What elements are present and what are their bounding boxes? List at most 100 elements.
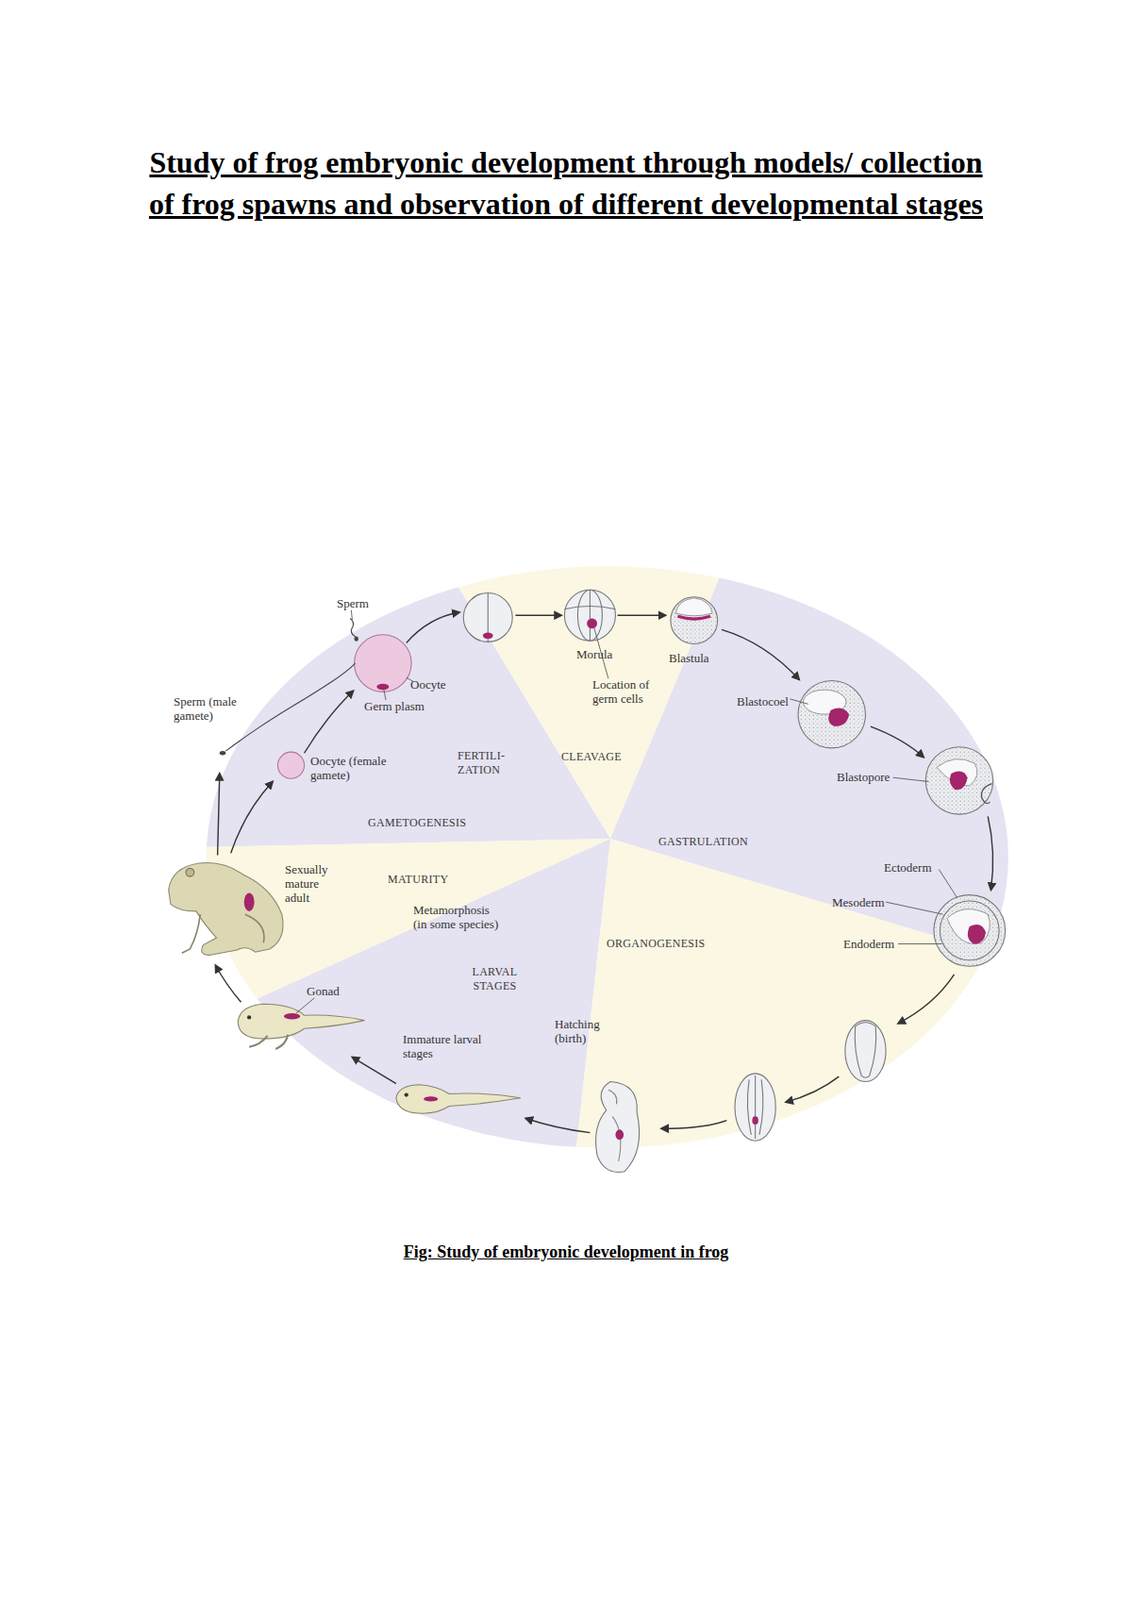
cycle-arrow — [406, 612, 460, 643]
tadpole-eye — [404, 1092, 409, 1097]
part-label: Sperm (male gamete) — [173, 694, 256, 723]
sector-wedge — [0, 838, 611, 1307]
germ-plasm — [482, 632, 494, 639]
part-label: Location of germ cells — [592, 677, 660, 706]
part-label: Ectoderm — [883, 860, 956, 875]
sector-background — [0, 91, 1132, 1600]
part-label: Hatching (birth) — [554, 1016, 608, 1046]
gastrula — [925, 747, 993, 815]
stage-label: MATURITY — [387, 872, 480, 887]
figure-caption: Fig: Study of embryonic development in f… — [235, 1241, 897, 1263]
tadpole — [396, 1084, 521, 1114]
leader-lines — [296, 610, 958, 1014]
frog-eye — [185, 867, 195, 877]
blastocoel-cavity — [675, 598, 713, 616]
cleavage-furrow — [564, 605, 616, 609]
gonad — [423, 1096, 438, 1101]
sperm-tail — [225, 663, 355, 751]
small-oocyte — [277, 751, 304, 779]
stage-name: Blastula — [668, 650, 731, 666]
stage-label: FERTILI- ZATION — [457, 749, 523, 778]
adult-frog — [168, 862, 283, 955]
archenteron — [947, 909, 990, 945]
leader-line — [789, 699, 808, 704]
leader-line — [885, 901, 944, 915]
sperm-head — [219, 750, 226, 755]
cycle-arrow — [217, 773, 220, 856]
part-label: Oocyte — [410, 677, 472, 692]
tadpole-eye — [247, 1015, 251, 1019]
cycle-arrow — [351, 1057, 397, 1084]
part-label: Blastopore — [836, 769, 909, 784]
oocyte — [354, 634, 413, 693]
germ-cells — [677, 615, 711, 619]
cleavage-furrow — [589, 589, 591, 641]
leader-line — [296, 998, 315, 1014]
cycle-arrow — [987, 815, 993, 890]
neurula — [845, 1020, 886, 1083]
germ-cells — [615, 1129, 624, 1140]
blastula — [670, 597, 718, 645]
leader-line — [898, 943, 943, 945]
germ-cells — [949, 770, 968, 790]
cycle-arrow — [304, 690, 354, 753]
germ-layer — [939, 900, 999, 961]
late-gastrula — [933, 895, 1006, 967]
tailbud-embryo — [596, 1082, 640, 1173]
cycle-arrow — [215, 965, 241, 1002]
stage-label: CLEAVAGE — [561, 749, 653, 765]
page-title: Study of frog embryonic development thro… — [146, 141, 986, 225]
part-label: Gonad — [306, 983, 358, 999]
leader-line — [383, 689, 386, 700]
part-label: Blastocoel — [736, 694, 819, 709]
cycle-arrow — [661, 1120, 727, 1130]
morula — [564, 589, 616, 641]
cycle-arrow — [870, 726, 924, 757]
cycle-arrow — [231, 782, 273, 854]
neural-tube — [747, 1075, 763, 1139]
part-label: Oocyte (female gamete) — [310, 753, 402, 783]
sperm-head — [354, 635, 359, 641]
cycle-arrow — [525, 1117, 590, 1132]
cycle-arrow — [617, 615, 666, 616]
part-label: Sexually mature adult — [284, 862, 334, 905]
stage-label: LARVAL STAGES — [462, 965, 528, 994]
germ-plasm — [376, 683, 389, 690]
part-label: Immature larval stages — [402, 1032, 485, 1061]
cycle-arrow — [721, 629, 800, 680]
part-label: Endoderm — [843, 936, 916, 951]
leader-line — [893, 777, 930, 782]
sector-wedge — [0, 113, 611, 864]
tadpole-leg — [249, 1034, 288, 1049]
neurula — [734, 1073, 776, 1141]
cycle-arrow — [898, 974, 954, 1024]
stage-label: GAMETOGENESIS — [367, 815, 501, 831]
leader-line — [938, 869, 957, 899]
germ-cells — [967, 924, 986, 945]
frog-leg — [182, 914, 265, 953]
cycle-arrow — [785, 1076, 839, 1102]
cycle-arrows — [215, 612, 993, 1133]
leader-line — [350, 610, 352, 620]
blastopore — [981, 783, 992, 804]
stage-name: Morula — [576, 647, 638, 662]
gonad — [244, 892, 255, 911]
early-gastrula — [798, 680, 866, 748]
part-label: Mesoderm — [832, 895, 904, 910]
stage-label: ORGANOGENESIS — [606, 936, 740, 951]
two-cell-embryo — [463, 592, 513, 642]
cleavage-furrow — [577, 589, 602, 641]
cycle-arrow — [515, 615, 562, 616]
stage-label: GASTRULATION — [658, 834, 782, 849]
part-label: Sperm — [336, 596, 399, 611]
embryo-detail — [608, 1089, 621, 1162]
note-label: Metamorphosis (in some species) — [413, 902, 505, 932]
gonad — [283, 1013, 300, 1019]
germ-cells — [828, 707, 849, 727]
neural-fold — [854, 1022, 876, 1078]
germ-cells — [751, 1115, 758, 1125]
sperm-at-oocyte — [349, 617, 355, 636]
